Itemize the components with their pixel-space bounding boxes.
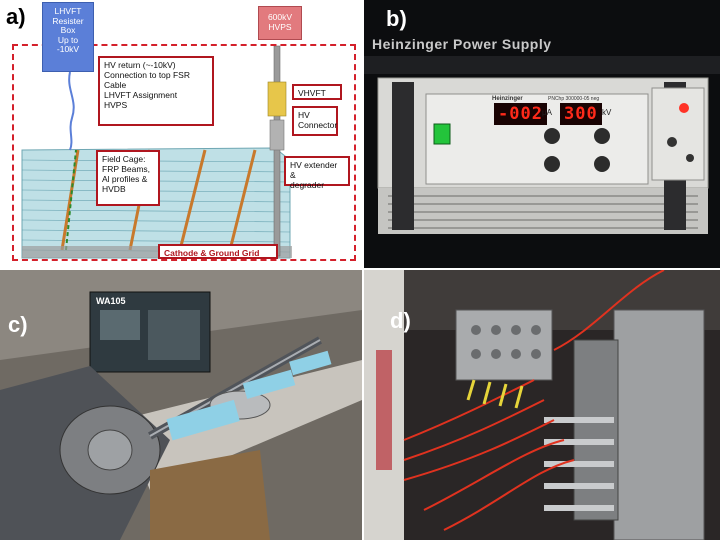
poster-title: WA105 [96,296,126,306]
panel-d-label: d) [390,308,411,333]
connector-holes [471,325,541,359]
hvdb-line [65,149,77,251]
voltage-display: 300 [560,103,602,125]
panel-a-diagram: a) LHVFT Resister Box Up to -10kV 600kV … [0,0,362,268]
lhvft-resister-box: LHVFT Resister Box Up to -10kV [42,2,94,72]
panel-a-label: a) [6,4,26,29]
vent-slots [388,195,698,229]
cathode-ground-grid-label: Cathode & Ground Grid [158,244,278,259]
panel-b-label: b) [386,6,407,31]
field-cage-label: Field Cage: FRP Beams, Al profiles & HVD… [96,150,160,206]
vhvft-body [267,81,287,117]
hv-on-lamp [679,103,689,113]
voltage-knob [594,128,610,144]
power-switch-green [433,123,451,145]
hv-return-label: HV return (~-10kV) Connection to top FSR… [98,56,214,126]
hv-connector-label: HV Connector [292,106,338,136]
current-unit: μA [542,108,552,117]
rexroth-sticker [376,350,392,470]
yellow-connectors [466,379,524,409]
heinzinger-title: Heinzinger Power Supply [372,36,552,52]
hv-extender-label: HV extender & degrader [284,156,350,190]
large-flange [613,309,705,540]
voltage-fine-knob [594,156,610,172]
dashed-outline [12,44,356,261]
foam-block-3 [289,350,332,376]
current-knob [544,128,560,144]
extender-photo [0,270,362,540]
feedthrough-photo [364,270,720,540]
foam-block-2 [242,369,296,399]
aux-panel [651,87,705,181]
left-handle [392,82,414,230]
flange-body [573,339,619,521]
lhvft-cable [68,71,75,151]
table [120,360,362,490]
model-label: PNChp 300000-05 neg [548,96,600,102]
cardboard-box [150,450,270,540]
aux-knob-1 [667,137,677,147]
panel-c-label: c) [8,312,28,337]
junction-box [455,309,553,381]
hvps-box: 600kV HVPS [258,6,302,40]
hv-connector-body [269,119,285,151]
flange-center [87,429,133,471]
current-display: -002 [494,103,547,125]
panel-b-photo: b) Heinzinger Power Supply Heinzinger PN… [364,0,720,268]
foam-block-1 [166,399,240,441]
voltage-unit: kV [602,108,612,117]
aux-knob-2 [686,154,694,162]
brand-small: Heinzinger [492,96,523,102]
vhvft-label: VHVFT [292,84,342,100]
vent-grille [378,188,708,234]
panel-d-photo: d) [364,270,720,540]
current-fine-knob [544,156,560,172]
panel-c-photo: c) WA105 [0,270,362,540]
